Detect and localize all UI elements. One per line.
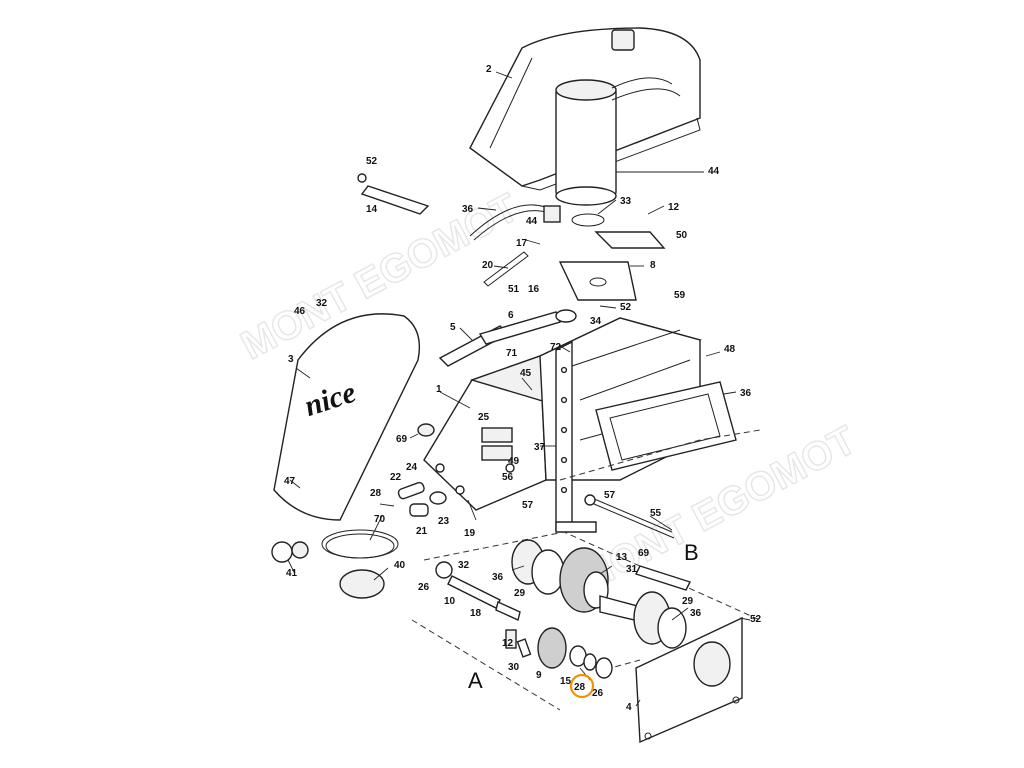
callout-22: 22	[390, 472, 402, 483]
callout-43: 41	[286, 568, 298, 579]
callout-20: 20	[482, 260, 494, 271]
motor-bracket	[558, 231, 666, 301]
callout-32: 32	[458, 560, 470, 571]
callout-71: 71	[506, 348, 518, 359]
callout-32-top: 32	[316, 298, 328, 309]
callout-36-right: 36	[690, 608, 702, 619]
callout-1: 1	[436, 384, 442, 395]
callout-49: 48	[724, 344, 736, 355]
motor	[555, 77, 681, 206]
callout-69: 69	[638, 548, 650, 559]
section-label-b: B	[684, 540, 699, 565]
callout-13: 13	[616, 552, 628, 563]
leader-lines	[287, 71, 751, 707]
callout-9: 9	[536, 670, 542, 681]
callout-29-right: 29	[682, 596, 694, 607]
cable	[469, 204, 561, 241]
mounting-rail	[555, 340, 597, 533]
small-parts-left	[271, 423, 447, 599]
callout-46: 45	[520, 368, 532, 379]
callout-26-right: 26	[592, 688, 604, 699]
callout-45: 44	[526, 216, 538, 227]
callout-56: 56	[502, 472, 514, 483]
callout-19: 18	[470, 608, 482, 619]
release-lever	[438, 309, 577, 367]
highlighted-callout: 28	[569, 673, 595, 699]
callout-2: 2	[486, 64, 492, 75]
callout-59: 59	[674, 290, 686, 301]
callout-48: 47	[284, 476, 296, 487]
callout-23: 23	[438, 516, 450, 527]
callout-4: 4	[626, 702, 632, 713]
callout-31: 31	[626, 564, 638, 575]
callout-30: 30	[508, 662, 520, 673]
callout-52-right: 52	[750, 614, 762, 625]
callout-21: 21	[416, 526, 428, 537]
callout-6: 6	[508, 310, 514, 321]
callout-10: 10	[444, 596, 456, 607]
callout-57-right: 57	[604, 490, 616, 501]
terminal-block	[481, 427, 513, 461]
callout-17: 17	[516, 238, 528, 249]
callout-16: 16	[528, 284, 540, 295]
callout-44: 44	[708, 166, 720, 177]
highlight-ring	[569, 673, 595, 699]
callout-5: 5	[450, 322, 456, 333]
exploded-view-lines	[411, 429, 761, 711]
callout-29-left: 29	[514, 588, 526, 599]
callout-28: 28	[574, 682, 586, 693]
callout-55: 52	[366, 156, 378, 167]
long-bolt	[584, 494, 675, 539]
callout-72: 72	[550, 342, 562, 353]
gasket-ring	[571, 213, 605, 227]
callout-70: 70	[374, 514, 386, 525]
callout-34: 34	[590, 316, 602, 327]
callout-11: 12	[668, 202, 680, 213]
callout-52: 51	[508, 284, 520, 295]
callout-15: 15	[560, 676, 572, 687]
gasket-plate	[595, 381, 737, 471]
callout-40: 36	[462, 204, 474, 215]
callout-50: 49	[508, 456, 520, 467]
callout-37: 36	[740, 388, 752, 399]
callout-54: 55	[650, 508, 662, 519]
shaft-key	[635, 565, 691, 591]
callout-47: 46	[294, 306, 306, 317]
side-cover: nice	[273, 313, 421, 521]
callout-51: 50	[676, 230, 688, 241]
callout-26-left: 26	[418, 582, 430, 593]
callout-14: 14	[366, 204, 378, 215]
callout-25: 25	[478, 412, 490, 423]
callout-41: 37	[534, 442, 546, 453]
release-handle	[357, 173, 430, 215]
callout-33: 33	[620, 196, 632, 207]
callout-12: 12	[502, 638, 514, 649]
base-plate	[635, 616, 743, 744]
callout-18: 19	[464, 528, 476, 539]
callout-8: 8	[650, 260, 656, 271]
callout-27: 28	[370, 488, 382, 499]
gear-assembly	[435, 539, 687, 679]
callout-36-left: 36	[492, 572, 504, 583]
callout-57-left: 57	[522, 500, 534, 511]
callout-24: 24	[406, 462, 418, 473]
callout-53: 52	[620, 302, 632, 313]
callout-58: 69	[396, 434, 408, 445]
callout-3: 3	[288, 354, 294, 365]
spring	[483, 251, 529, 287]
callout-42: 40	[394, 560, 406, 571]
section-label-a: A	[468, 668, 483, 693]
callout-labels: 2 44 52 14 36 33 12 44 50 17 8 20 51 16 …	[284, 64, 762, 713]
